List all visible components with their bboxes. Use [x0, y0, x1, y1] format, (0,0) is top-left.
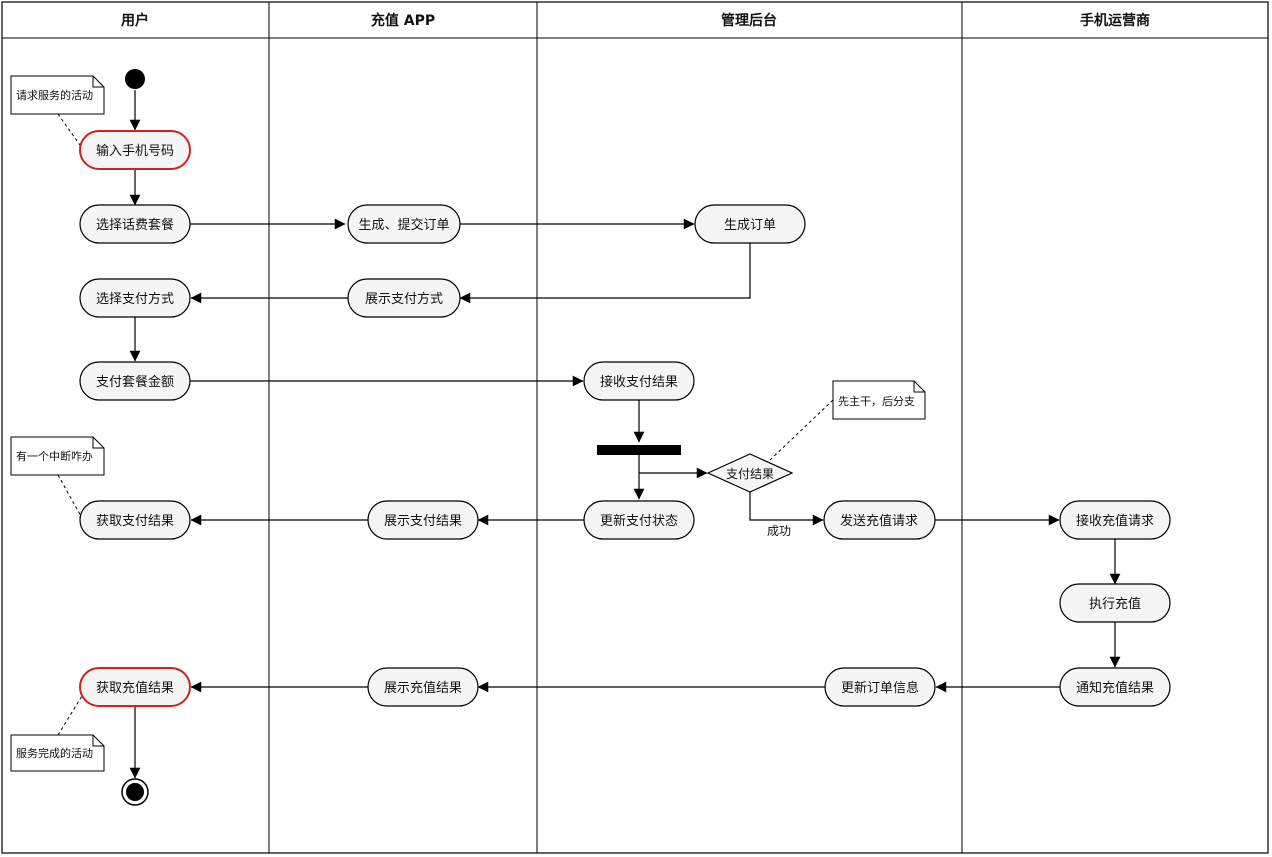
- activity-exec-recharge: 执行充值: [1059, 583, 1171, 623]
- activity-send-recharge-req: 发送充值请求: [823, 500, 936, 540]
- connectors: [129, 90, 1121, 779]
- activity-label: 输入手机号码: [96, 143, 174, 159]
- lane-title-app: 充值 APP: [371, 12, 435, 29]
- activity-update-pay-status: 更新支付状态: [583, 500, 695, 540]
- activity-receive-pay-result: 接收支付结果: [583, 361, 695, 401]
- note-links: [57, 113, 834, 736]
- activity-input-phone: 输入手机号码: [79, 130, 191, 170]
- note-trunk-first: 先主干，后分支: [832, 380, 926, 420]
- lane-title-carrier: 手机运营商: [1080, 12, 1150, 29]
- note-label: 有一个中断咋办: [16, 449, 93, 463]
- note-label: 先主干，后分支: [838, 395, 915, 408]
- activity-update-order-info: 更新订单信息: [824, 667, 936, 707]
- activity-label: 发送充值请求: [840, 513, 918, 529]
- start-node: [125, 69, 145, 89]
- activity-receive-recharge-req: 接收充值请求: [1059, 500, 1171, 540]
- activity-label: 获取充值结果: [96, 680, 174, 696]
- activity-gen-order: 生成订单: [694, 204, 806, 244]
- activity-get-pay-result: 获取支付结果: [79, 500, 191, 540]
- activity-label: 更新订单信息: [841, 680, 919, 696]
- activity-label: 接收充值请求: [1076, 513, 1154, 529]
- activity-label: 生成、提交订单: [358, 217, 449, 233]
- activity-label: 获取支付结果: [96, 514, 174, 529]
- activity-label: 接收支付结果: [600, 374, 678, 390]
- decision-label: 支付结果: [726, 467, 774, 481]
- activity-label: 支付套餐金额: [96, 374, 174, 390]
- decision-diamond: 支付结果: [706, 453, 794, 493]
- activity-get-recharge-result: 获取充值结果: [79, 667, 191, 707]
- activity-label: 展示充值结果: [384, 680, 462, 696]
- note-label: 服务完成的活动: [16, 746, 93, 760]
- activity-show-recharge-result: 展示充值结果: [367, 667, 479, 707]
- activity-show-pay-methods: 展示支付方式: [347, 278, 461, 318]
- activity-label: 展示支付结果: [384, 514, 462, 529]
- end-node: [121, 778, 149, 806]
- activity-show-pay-result: 展示支付结果: [367, 500, 479, 540]
- activity-select-pay: 选择支付方式: [79, 278, 191, 318]
- branch-label-success: 成功: [767, 524, 791, 538]
- activity-label: 更新支付状态: [600, 513, 678, 529]
- activity-select-plan: 选择话费套餐: [79, 204, 191, 244]
- activity-gen-submit-order: 生成、提交订单: [347, 204, 461, 244]
- note-label: 请求服务的活动: [16, 88, 93, 102]
- lane-title-user: 用户: [121, 12, 149, 29]
- activity-label: 选择话费套餐: [96, 217, 174, 233]
- note-interrupt: 有一个中断咋办: [10, 436, 105, 476]
- activity-notify-recharge-result: 通知充值结果: [1059, 667, 1171, 707]
- activity-label: 执行充值: [1089, 596, 1141, 612]
- activity-label: 展示支付方式: [365, 291, 443, 307]
- fork-bar: [597, 445, 681, 455]
- note-request-activity: 请求服务的活动: [10, 75, 105, 115]
- activity-pay-amount: 支付套餐金额: [79, 361, 191, 401]
- lane-title-admin: 管理后台: [721, 12, 777, 29]
- activity-label: 生成订单: [724, 218, 776, 233]
- note-service-done: 服务完成的活动: [10, 734, 105, 772]
- activity-label: 选择支付方式: [96, 291, 174, 307]
- activity-label: 通知充值结果: [1076, 680, 1154, 696]
